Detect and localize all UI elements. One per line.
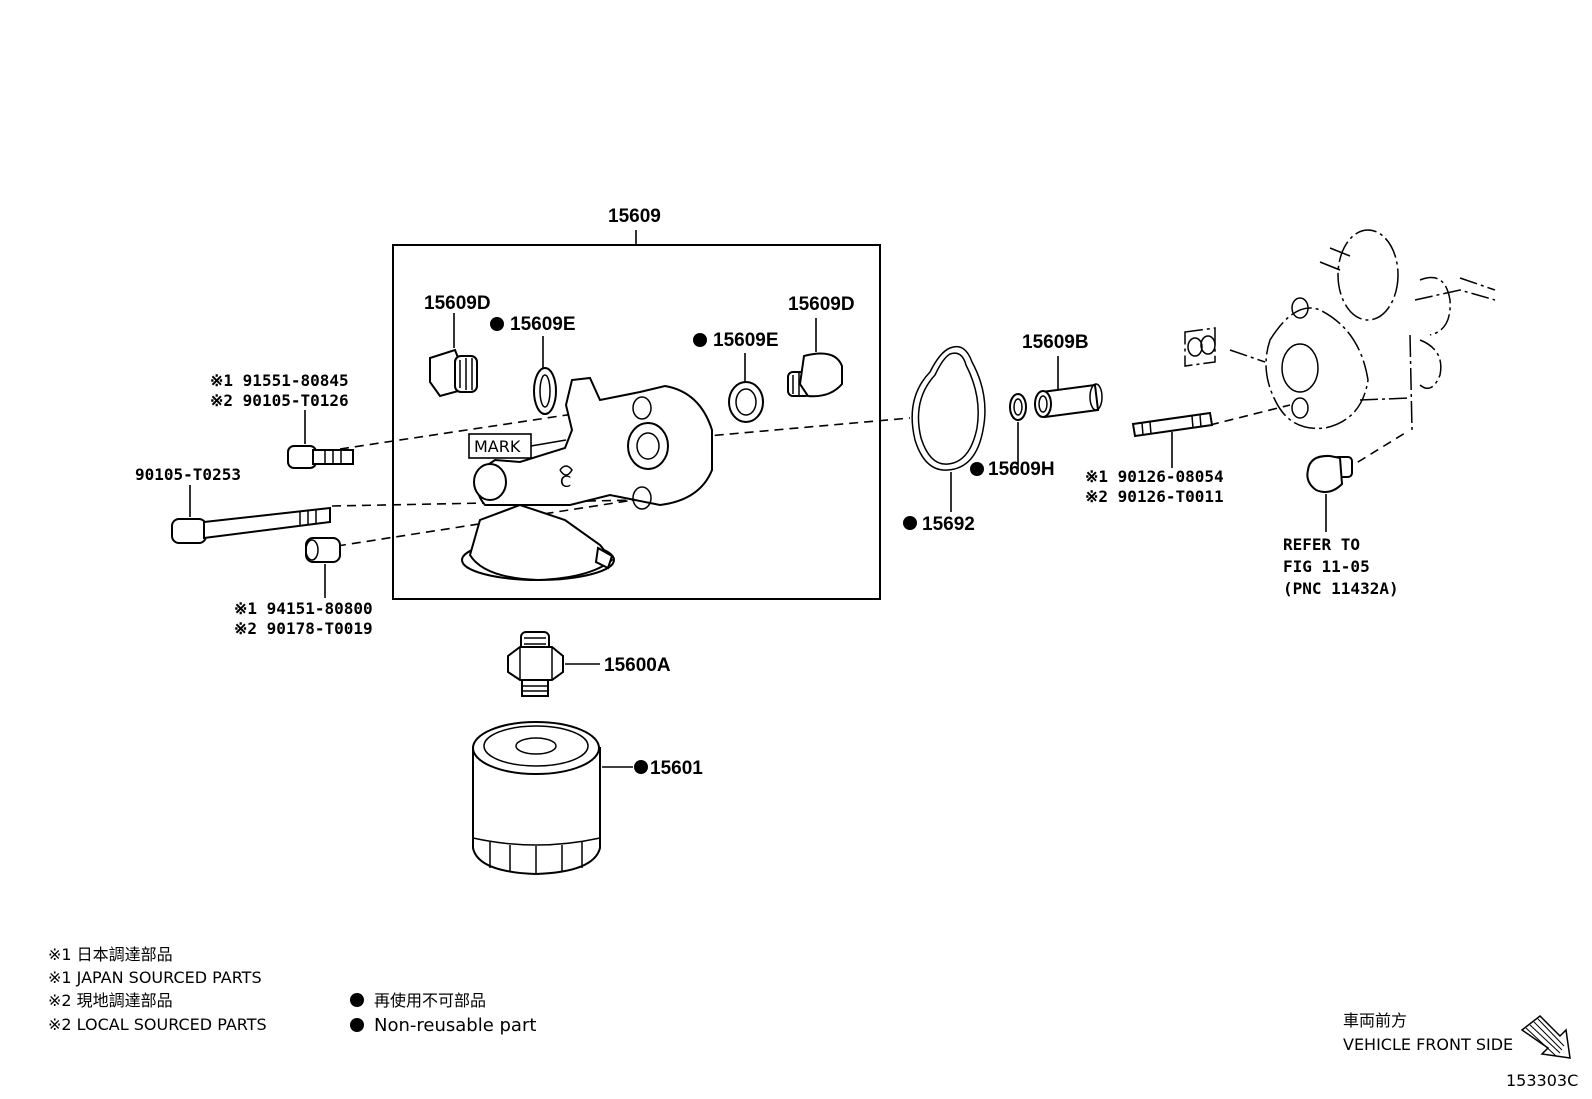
nonreusable-dot-15609e-left	[490, 317, 504, 331]
front-arrow-icon	[1520, 1015, 1571, 1059]
callout-15692[interactable]: 15692	[922, 514, 975, 535]
engine-block-phantom	[1184, 229, 1496, 431]
legend-local-en: ※2 LOCAL SOURCED PARTS	[48, 1015, 267, 1034]
oil-filter-15601[interactable]	[472, 721, 601, 876]
refer-line-3[interactable]: (PNC 11432A)	[1283, 579, 1399, 598]
sleeve-15609b[interactable]	[1034, 383, 1103, 419]
label-collar-1[interactable]: ※1 94151-80800	[234, 599, 373, 618]
callout-15601[interactable]: 15601	[650, 758, 703, 779]
legend-local-jp: ※2 現地調達部品	[48, 991, 173, 1010]
stud[interactable]	[1131, 411, 1214, 438]
label-bolt-short-1[interactable]: ※1 91551-80845	[210, 371, 349, 390]
cast-mark-c: C	[560, 472, 571, 491]
nonreusable-dot-15609h	[970, 462, 984, 476]
callout-15609d-left[interactable]: 15609D	[424, 293, 491, 314]
plug-15609d-left[interactable]	[429, 348, 478, 398]
nonreusable-dot-15601	[634, 760, 648, 774]
ring-15609h[interactable]	[1009, 393, 1027, 421]
vehicle-front-en: VEHICLE FRONT SIDE	[1343, 1035, 1513, 1054]
label-collar-2[interactable]: ※2 90178-T0019	[234, 619, 373, 638]
collar[interactable]	[305, 537, 341, 563]
gasket-15609e-left[interactable]	[533, 367, 557, 415]
legend-dot-jp	[350, 993, 364, 1007]
callout-15609h[interactable]: 15609H	[988, 459, 1055, 480]
oring-15692[interactable]	[911, 345, 986, 471]
label-stud-2[interactable]: ※2 90126-T0011	[1085, 487, 1224, 506]
callout-15609d-right[interactable]: 15609D	[788, 294, 855, 315]
label-bolt-short-2[interactable]: ※2 90105-T0126	[210, 391, 349, 410]
bolt-short[interactable]	[287, 445, 354, 469]
legend-nonreusable-en: Non-reusable part	[374, 1015, 536, 1036]
legend-japan-jp: ※1 日本調達部品	[48, 945, 173, 964]
callout-15609[interactable]: 15609	[608, 206, 661, 227]
plug-15609d-right[interactable]	[787, 352, 843, 398]
nonreusable-dot-15609e-right	[693, 333, 707, 347]
label-stud-1[interactable]: ※1 90126-08054	[1085, 467, 1224, 486]
mark-label: MARK	[474, 437, 521, 456]
legend: ※1 日本調達部品 ※1 JAPAN SOURCED PARTS ※2 現地調達…	[48, 945, 536, 1036]
legend-nonreusable-jp: 再使用不可部品	[374, 991, 486, 1010]
figure-id: 153303C	[1506, 1071, 1578, 1090]
vehicle-front-indicator: 車両前方 VEHICLE FRONT SIDE	[1343, 1011, 1571, 1059]
callout-15609e-right[interactable]: 15609E	[713, 330, 779, 351]
callout-15609b[interactable]: 15609B	[1022, 332, 1089, 353]
drain-plug-reference[interactable]	[1306, 454, 1353, 493]
gasket-15609e-right[interactable]	[728, 381, 764, 423]
callout-15609e-left[interactable]: 15609E	[510, 314, 576, 335]
label-bolt-long[interactable]: 90105-T0253	[135, 465, 241, 484]
union-15600a[interactable]	[507, 631, 564, 697]
oil-filter-bracket[interactable]	[461, 376, 713, 582]
bolt-long[interactable]	[171, 506, 331, 544]
refer-line-2[interactable]: FIG 11-05	[1283, 557, 1370, 576]
legend-japan-en: ※1 JAPAN SOURCED PARTS	[48, 968, 262, 987]
callout-15600a[interactable]: 15600A	[604, 655, 671, 676]
vehicle-front-jp: 車両前方	[1343, 1011, 1407, 1030]
refer-line-1[interactable]: REFER TO	[1283, 535, 1360, 554]
nonreusable-dot-15692	[903, 516, 917, 530]
assembly-15609-group: 15609	[392, 206, 881, 600]
mark-label-group: MARK	[468, 433, 567, 459]
legend-dot-en	[350, 1018, 364, 1032]
